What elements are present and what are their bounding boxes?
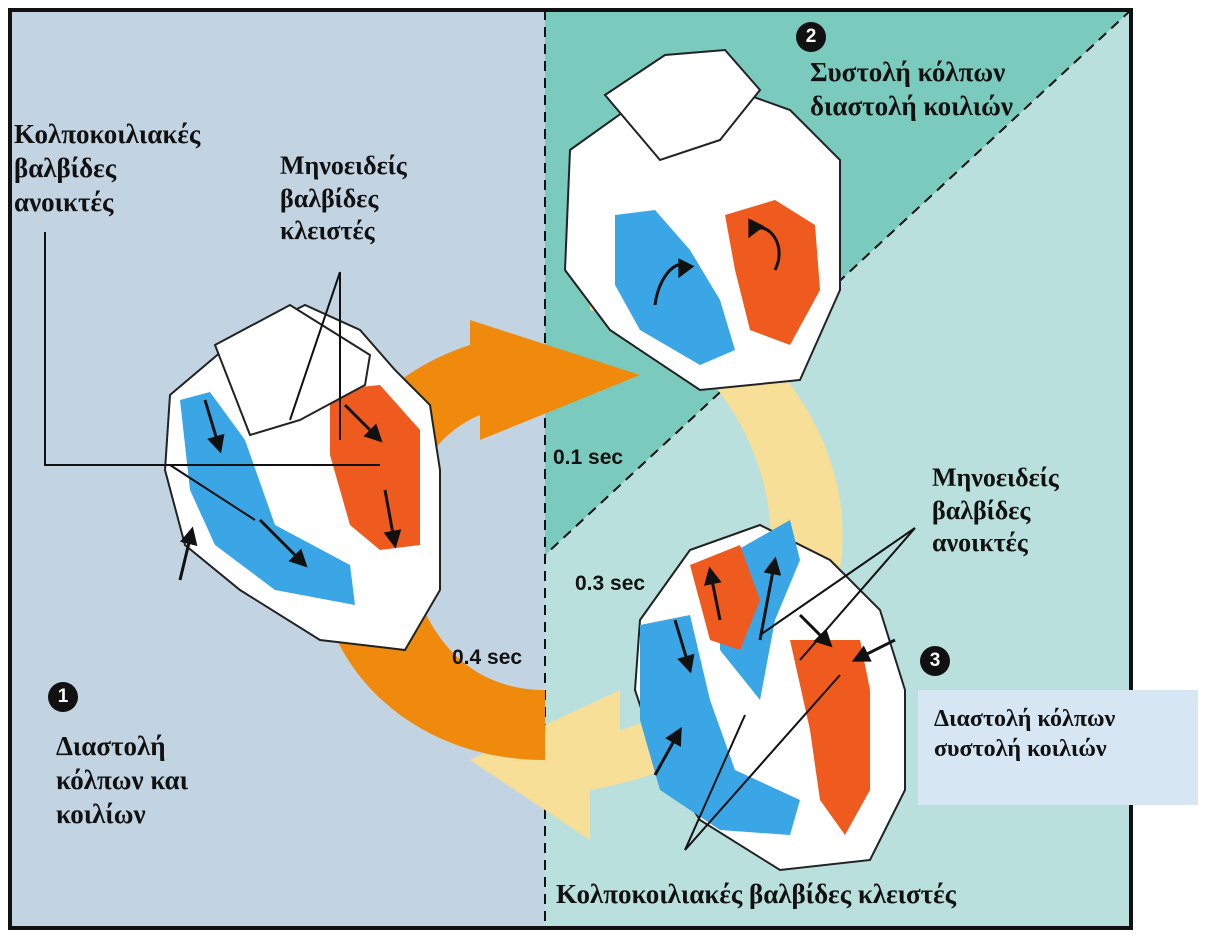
time-label-0-4: 0.4 sec	[452, 646, 522, 670]
time-label-0-1: 0.1 sec	[553, 446, 623, 470]
semilunar-valves-open-label: Μηνοειδείς βαλβίδες ανοικτές	[932, 462, 1059, 560]
time-label-0-3: 0.3 sec	[575, 572, 645, 596]
av-valves-closed-label: Κολποκοιλιακές βαλβίδες κλειστές	[556, 878, 956, 912]
phase-2-badge: 2	[796, 22, 826, 52]
phase-1-title: Διαστολή κόλπων και κοιλίων	[56, 730, 188, 831]
semilunar-valves-closed-label: Μηνοειδείς βαλβίδες κλειστές	[280, 150, 407, 248]
phase-3-title: Διαστολή κόλπων συστολή κοιλιών	[934, 704, 1198, 764]
phase-2-title: Συστολή κόλπων διαστολή κοιλιών	[810, 56, 1013, 124]
av-valves-open-label: Κολποκοιλιακές βαλβίδες ανοικτές	[14, 118, 200, 219]
phase-1-badge: 1	[48, 682, 78, 712]
phase-3-title-box: Διαστολή κόλπων συστολή κοιλιών	[918, 690, 1198, 805]
phase-3-badge: 3	[920, 646, 950, 676]
